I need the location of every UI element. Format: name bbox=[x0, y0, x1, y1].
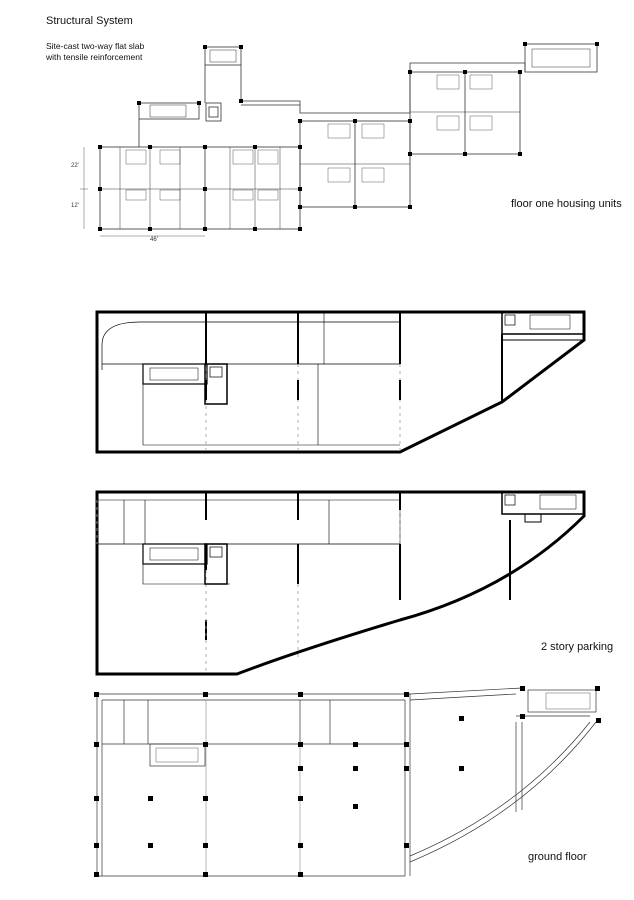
plan-floor-one-housing bbox=[80, 42, 599, 237]
diagram-subtitle-line2: with tensile reinforcement bbox=[46, 52, 143, 62]
label-floor-one-housing: floor one housing units bbox=[511, 198, 622, 210]
label-ground-floor: ground floor bbox=[528, 851, 587, 863]
diagram-subtitle-line1: Site-cast two-way flat slab bbox=[46, 41, 145, 51]
dimension-22: 22' bbox=[71, 163, 79, 169]
diagram-title: Structural System bbox=[46, 15, 133, 27]
plan-ground-floor bbox=[94, 686, 601, 877]
dimension-12: 12' bbox=[71, 203, 79, 209]
label-two-story-parking: 2 story parking bbox=[541, 641, 614, 653]
dimension-46: 46' bbox=[150, 237, 158, 243]
plan-parking-upper bbox=[95, 310, 586, 454]
plan-two-story-parking bbox=[95, 490, 586, 676]
